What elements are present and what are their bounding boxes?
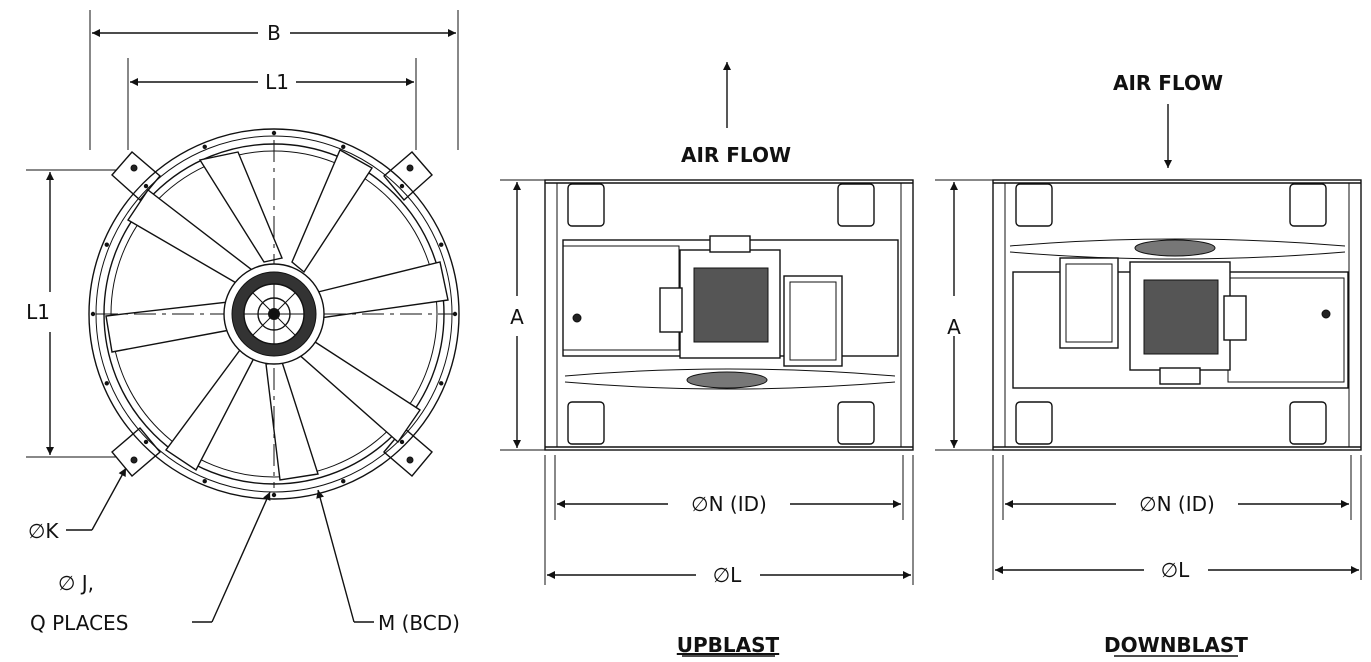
bolt-hole bbox=[143, 183, 149, 189]
upblast-dimension-n: ∅N (ID) bbox=[554, 455, 904, 520]
downblast-dimension-l: ∅L bbox=[992, 455, 1362, 582]
dimension-b: B bbox=[89, 10, 459, 150]
upblast-dim-n-label: ∅N (ID) bbox=[691, 492, 767, 516]
upblast-dimension-a: A bbox=[500, 179, 545, 451]
bolt-hole bbox=[104, 381, 109, 386]
bolt-hole bbox=[341, 144, 346, 149]
dim-l1-side-label: L1 bbox=[26, 300, 50, 324]
downblast-dim-l-label: ∅L bbox=[1161, 558, 1190, 582]
bolt-hole bbox=[341, 479, 346, 484]
bolt-hole bbox=[90, 311, 96, 317]
bolt-hole bbox=[202, 479, 207, 484]
fan-hub bbox=[223, 263, 325, 365]
front-view: B L1 L1 bbox=[26, 10, 460, 635]
callout-j-line1: ∅ J, bbox=[58, 571, 94, 595]
downblast-dim-n-label: ∅N (ID) bbox=[1139, 492, 1215, 516]
downblast-view: AIR FLOW A bbox=[935, 71, 1362, 657]
bolt-hole bbox=[399, 183, 405, 189]
upblast-housing bbox=[544, 179, 914, 451]
upblast-airflow-label: AIR FLOW bbox=[681, 143, 791, 167]
fan-blades bbox=[105, 149, 449, 481]
dim-l1-top-label: L1 bbox=[265, 70, 289, 94]
bolt-holes bbox=[90, 130, 458, 498]
bolt-hole bbox=[452, 311, 458, 317]
upblast-caption: UPBLAST bbox=[677, 633, 780, 657]
bolt-hole bbox=[399, 439, 405, 445]
bolt-hole bbox=[271, 130, 277, 136]
callout-m: M (BCD) bbox=[316, 489, 460, 635]
bolt-hole bbox=[439, 381, 444, 386]
callout-m-label: M (BCD) bbox=[378, 611, 460, 635]
bolt-hole bbox=[143, 439, 149, 445]
upblast-dim-a-label: A bbox=[510, 305, 524, 329]
dim-b-label: B bbox=[267, 21, 281, 45]
upblast-view: AIR FLOW A bbox=[500, 62, 914, 657]
downblast-dim-a-label: A bbox=[947, 315, 961, 339]
callout-j-line2: Q PLACES bbox=[30, 611, 128, 635]
callout-j: ∅ J, Q PLACES bbox=[30, 491, 271, 635]
downblast-housing bbox=[992, 179, 1362, 451]
downblast-caption: DOWNBLAST bbox=[1104, 633, 1248, 657]
downblast-dimension-a: A bbox=[935, 179, 993, 451]
upblast-dim-l-label: ∅L bbox=[713, 563, 742, 587]
bolt-hole bbox=[271, 492, 277, 498]
downblast-airflow-label: AIR FLOW bbox=[1113, 71, 1223, 95]
callout-k-label: ∅K bbox=[28, 519, 59, 543]
dimension-l1-top: L1 bbox=[127, 58, 417, 150]
downblast-airflow: AIR FLOW bbox=[1113, 71, 1223, 168]
bolt-hole bbox=[104, 242, 109, 247]
upblast-airflow: AIR FLOW bbox=[681, 62, 791, 167]
bolt-hole bbox=[439, 242, 444, 247]
downblast-dimension-n: ∅N (ID) bbox=[1002, 455, 1352, 520]
bolt-hole bbox=[202, 144, 207, 149]
upblast-dimension-l: ∅L bbox=[544, 455, 914, 587]
callout-k: ∅K bbox=[28, 467, 127, 543]
